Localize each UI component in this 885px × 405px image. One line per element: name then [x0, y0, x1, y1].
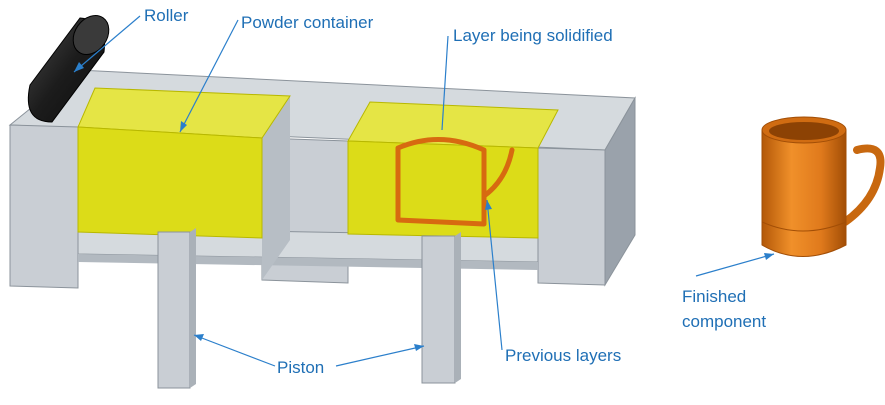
previous-layers-label: Previous layers [505, 346, 621, 365]
finished-component-label-line1: Finished [682, 287, 746, 306]
roller-label: Roller [144, 6, 189, 25]
roller-leader [73, 15, 141, 73]
finished-component-label-line2: component [682, 312, 766, 331]
finished-component-mug [761, 116, 885, 257]
layer-being-solidified-label: Layer being solidified [453, 26, 613, 45]
right-piston [421, 232, 461, 384]
layer-solidified-leader [441, 35, 449, 131]
powder-container-label: Powder container [241, 13, 374, 32]
piston-leader-right [335, 345, 425, 367]
finished-component-leader [695, 253, 775, 277]
piston-label: Piston [277, 358, 324, 377]
leader-lines [73, 15, 775, 367]
piston-leader-left [193, 334, 276, 367]
build-chamber-powder [347, 101, 559, 239]
part-in-chamber [395, 137, 515, 227]
previous-layers-leader [486, 199, 503, 351]
powder-container-volume [77, 87, 291, 239]
roller-cylinder [27, 15, 110, 123]
powder-container-leader [179, 19, 239, 133]
left-piston [157, 228, 196, 389]
